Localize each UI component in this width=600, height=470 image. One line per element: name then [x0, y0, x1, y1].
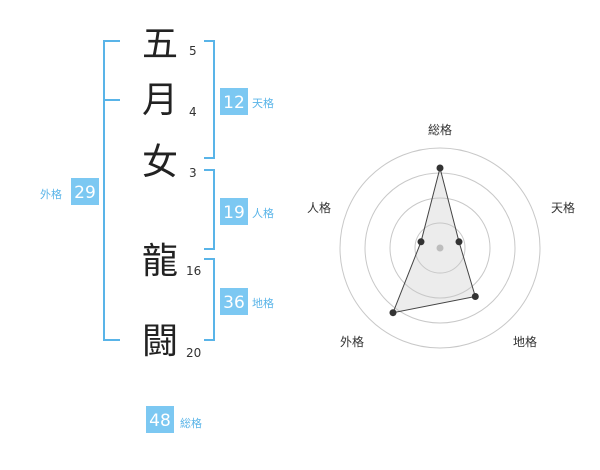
jinkaku-badge-box [220, 198, 248, 225]
soukaku-value: 48 [149, 411, 171, 431]
radar-point-1 [436, 164, 444, 172]
jinkaku-value: 19 [223, 203, 245, 223]
radar-point-3 [471, 293, 479, 300]
radar-axis-label-jinkaku: 人格 [307, 200, 331, 215]
gaikaku-bracket [103, 40, 120, 341]
radar-axis-label-gaikaku: 外格 [340, 334, 364, 349]
radar-point-4 [389, 309, 397, 317]
gaikaku-label: 外格 [40, 187, 62, 201]
radar-ring [389, 197, 491, 299]
radar-ring [414, 222, 466, 274]
name-char-5: 闘 [142, 321, 178, 362]
tenkaku-badge: 12 天格 [220, 88, 274, 115]
radar-point-5 [417, 238, 425, 246]
radar-axis-label-soukaku: 総格 [428, 122, 452, 137]
tenkaku-label: 天格 [252, 96, 274, 110]
radar-ring [339, 147, 541, 349]
name-char-3: 女 [142, 142, 178, 183]
soukaku-badge: 48 総格 [146, 406, 202, 433]
jinkaku-bracket [204, 169, 215, 250]
soukaku-label: 総格 [180, 416, 202, 430]
radar-area [392, 167, 476, 314]
stroke-count-5: 20 [186, 346, 201, 360]
radar-axis-label-tenkaku: 天格 [551, 200, 575, 215]
jinkaku-label: 人格 [252, 206, 274, 220]
tenkaku-value: 12 [223, 93, 245, 113]
chikaku-bracket [204, 258, 215, 341]
stroke-count-4: 16 [186, 264, 201, 278]
stroke-count-2: 4 [189, 105, 197, 119]
chikaku-value: 36 [223, 293, 245, 313]
tenkaku-bracket [204, 40, 215, 159]
radar-chart [339, 147, 541, 349]
name-char-4: 龍 [142, 241, 178, 282]
radar-ring [364, 172, 516, 324]
gaikaku-badge: 外格 29 [40, 178, 99, 205]
chikaku-label: 地格 [252, 296, 274, 310]
name-char-2: 月 [142, 80, 178, 121]
name-char-1: 五 [142, 24, 178, 65]
stroke-count-1: 5 [189, 44, 197, 58]
chikaku-badge-box [220, 288, 248, 315]
tenkaku-badge-box [220, 88, 248, 115]
jinkaku-badge: 19 人格 [220, 198, 274, 225]
soukaku-badge-box [146, 406, 174, 433]
radar-points [389, 164, 479, 317]
radar-rings [339, 147, 541, 349]
stroke-count-3: 3 [189, 166, 197, 180]
chikaku-badge: 36 地格 [220, 288, 274, 315]
radar-point-2 [455, 238, 463, 246]
radar-center-marker [436, 244, 444, 252]
radar-axis-label-chikaku: 地格 [513, 334, 537, 349]
gaikaku-badge-box [71, 178, 99, 205]
gaikaku-value: 29 [74, 183, 96, 203]
